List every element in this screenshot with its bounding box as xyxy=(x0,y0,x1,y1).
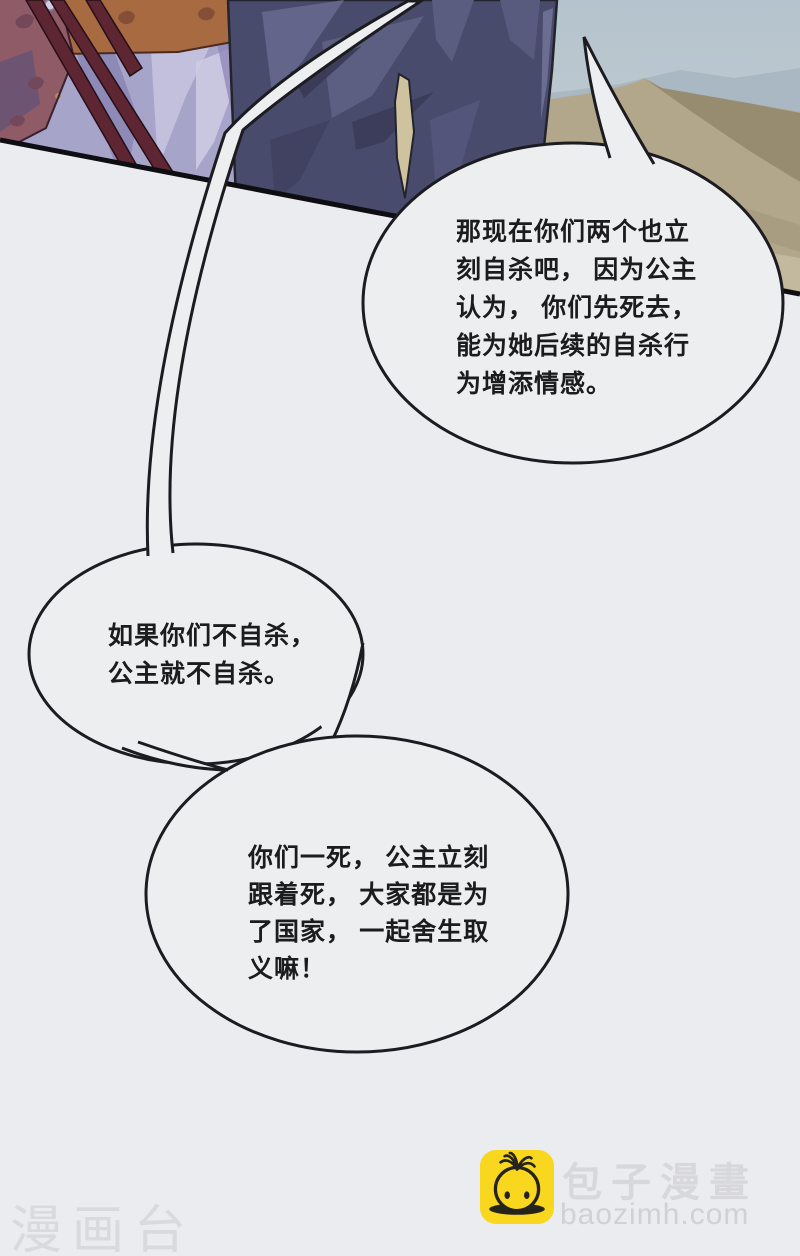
navy-fold xyxy=(262,0,344,94)
navy-crease xyxy=(290,46,362,98)
bubble-1-tail xyxy=(582,36,656,165)
bun-body xyxy=(493,1165,541,1213)
speech-bubbles xyxy=(27,0,785,1054)
fabric-outline xyxy=(0,0,76,153)
navy-fold xyxy=(430,100,480,190)
patterned-fabric-purple xyxy=(0,50,40,132)
inner-lining-sliver xyxy=(393,72,416,199)
speech-bubble-3-text: 你们一死， 公主立刻 跟着死， 大家都是为 了国家， 一起舍生取 义嘛！ xyxy=(248,845,490,983)
bubble-junction-edge xyxy=(329,642,365,744)
baozi-bun-icon xyxy=(489,1151,545,1215)
bun-pleats xyxy=(499,1151,536,1171)
site-name-watermark: 包子漫畫 xyxy=(562,1161,758,1205)
bubble-2-spike xyxy=(121,740,229,772)
speech-bubble-3 xyxy=(144,734,570,1054)
navy-crease xyxy=(352,92,434,150)
manhuatai-watermark: 漫画台 xyxy=(10,1202,197,1256)
navy-fold xyxy=(500,0,540,60)
speech-bubble-1 xyxy=(361,141,785,465)
maroon-strap xyxy=(84,0,144,78)
navy-fold xyxy=(432,0,474,62)
dune-shadow xyxy=(644,78,800,182)
navy-crease xyxy=(270,120,330,200)
site-url-watermark: baozimh.com xyxy=(560,1198,750,1231)
bun-eye-left xyxy=(504,1191,511,1200)
baozi-logo-badge xyxy=(480,1150,554,1224)
speech-bubble-1-text: 那现在你们两个也立 刻自杀吧， 因为公主 认为， 你们先死去， 能为她后续的自杀… xyxy=(456,219,698,398)
bubble-junction-fill xyxy=(312,635,362,743)
bun-eye-right xyxy=(523,1191,530,1200)
bubble-2-long-tail xyxy=(145,0,426,557)
speech-bubble-2-text: 如果你们不自杀， 公主就不自杀。 xyxy=(108,623,317,688)
navy-edge-light xyxy=(541,8,553,120)
